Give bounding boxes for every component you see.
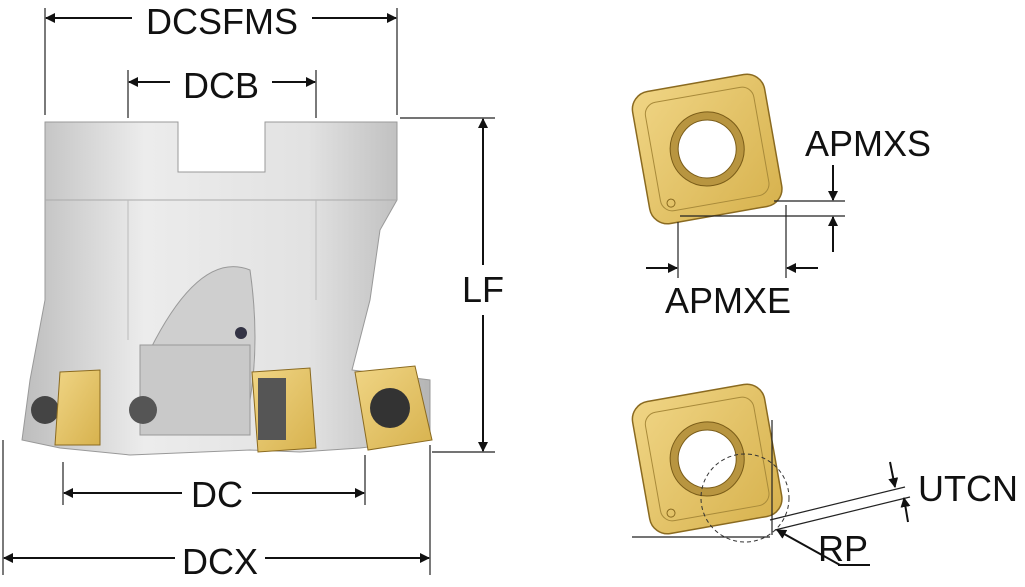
label-apmxe: APMXE <box>665 280 791 321</box>
insert-top-view <box>631 73 783 225</box>
dim-apmxe: APMXE <box>646 205 818 321</box>
dim-rp: RP <box>776 528 870 569</box>
dim-dcb: DCB <box>127 65 317 118</box>
label-rp: RP <box>818 528 868 569</box>
corner-radius-circle <box>700 453 790 543</box>
label-dcsfms: DCSFMS <box>146 1 298 42</box>
dim-dcsfms: DCSFMS <box>44 1 398 115</box>
label-utcn: UTCN <box>918 468 1018 509</box>
insert-corner-view <box>631 383 783 535</box>
dim-dcx: DCX <box>2 440 431 582</box>
body-inserts <box>54 365 433 453</box>
label-dcx: DCX <box>182 541 258 582</box>
dim-dc: DC <box>62 455 366 515</box>
cutter-body <box>21 121 431 456</box>
label-lf: LF <box>462 269 504 310</box>
dim-apmxs: APMXS <box>680 123 931 252</box>
label-apmxs: APMXS <box>805 123 931 164</box>
dim-lf: LF <box>400 117 504 453</box>
dim-utcn: UTCN <box>769 461 1018 531</box>
label-dcb: DCB <box>183 65 259 106</box>
label-dc: DC <box>191 474 243 515</box>
